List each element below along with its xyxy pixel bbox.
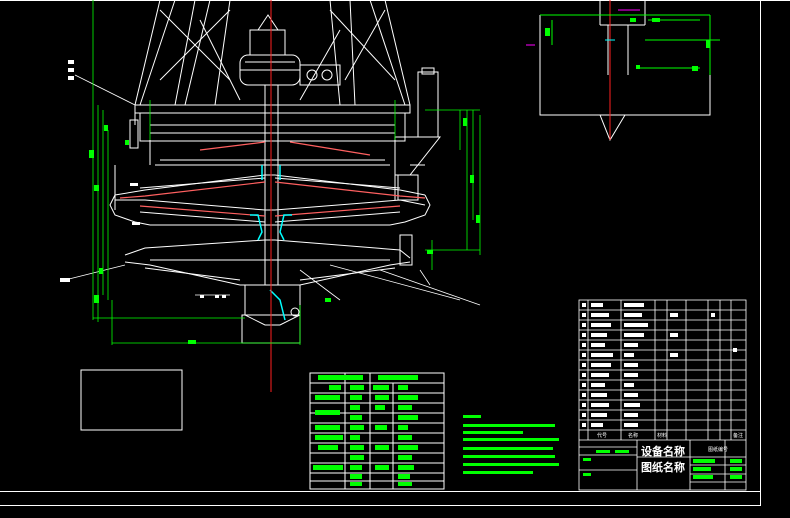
bridge-walkway [134,104,411,142]
col-label-code: 代号 [597,432,607,439]
parts-list-entries [582,303,737,427]
central-shaft [264,85,279,285]
motor-column [394,67,442,176]
part-callouts [60,60,226,298]
drawing-name-label: 图纸名称 [641,460,685,474]
technical-notes [463,415,559,474]
section-hatch [119,141,426,217]
tank-wall [149,140,396,200]
overflow-pipe [397,164,425,266]
drive-head [239,14,341,86]
dimension-lines [92,0,481,345]
drawing-number-label: 图纸编号 [708,446,728,453]
empty-frame-box [80,369,183,431]
dimension-labels [89,118,480,344]
spec-table [309,372,445,490]
title-block-text: 代号 名称 材料 备注 图纸编号 设备名称 图纸名称 [597,432,743,474]
col-label-name: 名称 [628,432,638,439]
equipment-name-label: 设备名称 [641,444,685,458]
col-label-remark: 备注 [733,432,743,439]
thickener-assembly [64,0,481,344]
detail-labels [545,18,710,71]
detail-view [526,0,720,142]
col-label-material: 材料 [657,432,667,439]
parts-list [578,299,747,491]
drawing-frame [0,0,790,506]
truss-frame [134,0,411,106]
lower-cone [124,239,411,286]
title-block-fields [583,450,742,479]
cyan-parts [250,165,292,321]
feed-pipe [114,119,139,210]
upper-rake [109,174,431,226]
